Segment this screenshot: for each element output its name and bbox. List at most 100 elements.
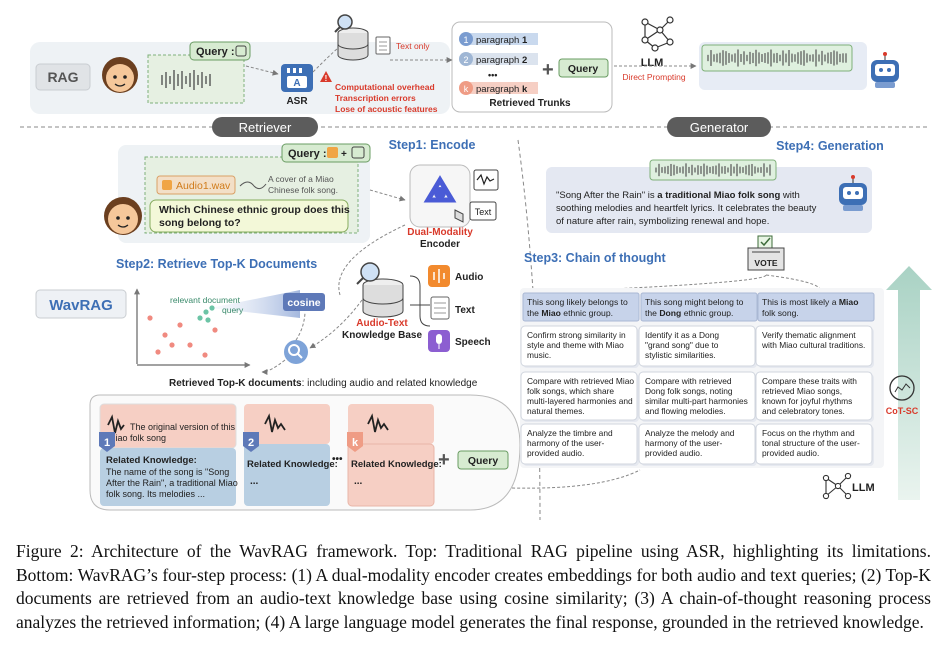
cot-cell-line: Dong folk songs, noting [645,386,733,396]
database-search-icon [334,14,391,61]
top-query-box-label: Query [568,63,599,75]
question-line-1: Which Chinese ethnic group does this [159,204,350,216]
dock-wave-icon [367,413,389,433]
step4-label: Step4: Generation [776,139,884,153]
paragraph-prefix: paragraph [476,84,522,95]
cot-header-box [522,292,640,322]
retriever-tag: Retriever [239,120,292,135]
encoder-label-1: Dual-Modality [407,227,473,238]
dock-ellipsis: ... [354,476,363,487]
cot-header-pre: This is most likely a [762,297,839,307]
cot-header-line: This song likely belongs to [527,297,628,307]
text-tag: Text [475,207,492,217]
query-point-label: query [222,305,244,315]
answer-line-2: soothing melodies and heartfelt lyrics. … [556,203,817,214]
cot-header-line: the Dong ethnic group. [645,308,733,318]
doc2-audio-card [244,404,330,444]
doc2-wave-icon [264,413,286,433]
cot-cell-line: natural themes. [527,406,585,416]
generation-up-arrow [886,266,932,500]
wavrag-label: WavRAG [49,297,113,314]
answer-line-1: "Song After the Rain" is a traditional M… [556,190,800,201]
audio-file-chip [156,175,236,195]
retrieved-bold: Retrieved Top-K documents [169,378,302,389]
doc2-ellipsis: ... [250,476,259,487]
cot-cell-line: Analyze the timbre and [527,428,613,438]
warning-icon: ! [320,71,332,83]
embedding-point [147,315,153,321]
audio-mini-icon [235,45,247,57]
audio-desc-2: Chinese folk song. [268,185,338,195]
query-label: Query : [288,148,327,160]
doc1-wave-icon [107,414,125,434]
doc2-related-knowledge: Related Knowledge: [247,459,338,470]
dock-num: k [352,437,359,449]
wavrag-figure: RAG Query : A ASR Text only ! Computatio… [20,14,932,521]
embedding-point [169,342,175,348]
cot-cell-line: Identify it as a Dong [645,330,719,340]
cot-cell-line: similar multi-part harmonies [645,396,748,406]
svg-text:paragraph k: paragraph k [476,84,528,95]
query-to-encoder-arrow [369,189,406,202]
bottom-llm-label: LLM [852,482,875,494]
robot-icon [839,175,867,211]
cot-header-box [640,292,758,322]
text-only-label: Text only [396,41,430,51]
question-line-2: song belong to? [159,217,241,229]
cosine-beam [210,290,300,318]
waveform-icon [161,70,211,90]
cot-cell-line: tonal structure of the user- [762,438,860,448]
user-avatar-icon [102,57,138,93]
cot-cell-box [520,325,638,367]
cot-cell-line: music. [527,350,551,360]
trunks-dots: ••• [488,70,497,80]
svg-text:paragraph 2: paragraph 2 [476,55,527,66]
doc1-related-knowledge: Related Knowledge: [106,455,197,466]
cot-cell-line: and flowing melodies. [645,406,726,416]
top-query-label-box [189,41,251,61]
search-icon [284,340,308,364]
relevant-document-label: relevant document [170,295,241,305]
cot-cell-line: provided audio. [645,448,702,458]
answer-panel [546,167,872,233]
docs-dots: ••• [332,454,343,465]
docs-query-box [457,450,509,470]
cot-cell-line: with Miao cultural traditions. [761,340,865,350]
vote-label: VOTE [754,258,777,268]
cot-header-post: ethnic group. [561,308,613,318]
cot-header-bold: Miao [839,297,859,307]
generator-tag-box [667,117,771,137]
cosine-label: cosine [287,297,320,309]
kb-text-icon [430,296,450,320]
embedding-point [187,342,193,348]
step1-label: Step1: Encode [389,138,476,152]
rag-label: RAG [47,69,78,85]
svg-text:paragraph 1: paragraph 1 [476,35,528,46]
cot-cell-box [755,371,873,421]
audio-query-icon [327,147,338,158]
cot-cell-line: provided audio. [527,448,584,458]
cot-cell-box [638,371,756,421]
vote-link-right [765,274,821,291]
paragraph-item-1: 1 paragraph 1 [459,32,538,46]
dock-related-knowledge: Related Knowledge: [351,459,442,470]
cosine-box [283,293,325,311]
kb-audio-icon [428,265,450,287]
svg-text:!: ! [325,74,328,83]
issue-3: Lose of acoustic features [335,104,438,114]
cot-cell-line: Compare with retrieved [645,376,732,386]
vote-box-icon [747,235,785,271]
paragraph-idx: 1 [522,35,528,46]
cot-header-bold: Miao [541,308,561,318]
cot-header-pre: This song likely belongs to [527,297,628,307]
embedding-point [197,315,203,321]
wavrag-label-box [35,289,127,319]
cot-cell-line: and celebratory tones. [762,406,845,416]
kb-label-1: Audio-Text [356,318,408,329]
kb-label-2: Knowledge Base [342,330,422,341]
